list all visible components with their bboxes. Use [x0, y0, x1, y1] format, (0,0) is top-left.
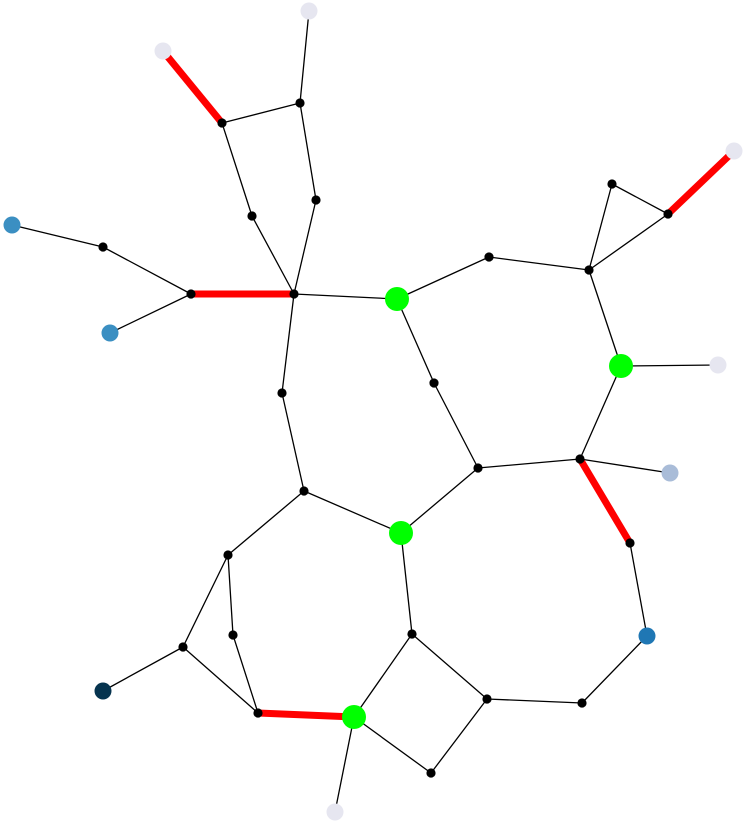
- edge-n33-n37: [430, 698, 488, 774]
- edges-layer: [11, 10, 737, 813]
- node-n4-small: [311, 195, 321, 205]
- node-n23-light-steel: [661, 464, 679, 482]
- edge-n28-n35: [232, 634, 259, 714]
- edge-n1-n3: [221, 102, 301, 124]
- node-n29-small: [178, 642, 188, 652]
- edge-n22-n23: [579, 458, 671, 474]
- edge-n12-n13: [488, 256, 590, 271]
- edge-n30-n33: [411, 633, 488, 700]
- edge-n7-n8: [102, 246, 192, 295]
- edge-n27-n29: [182, 554, 229, 648]
- edge-n5-n9: [251, 215, 295, 295]
- edge-n21-n25: [400, 467, 479, 534]
- edge-n9-n19: [281, 293, 295, 394]
- edge-n25-n30: [400, 532, 413, 635]
- highlighted-edge-n2-n3: [160, 48, 225, 126]
- edge-n26-n31: [629, 542, 648, 637]
- node-n6-steel: [3, 216, 21, 234]
- edge-n36-n37: [353, 716, 432, 774]
- node-n22-small: [575, 454, 585, 464]
- edge-n3-n5: [221, 122, 253, 217]
- node-n34-small: [577, 698, 587, 708]
- edge-n29-n35: [182, 646, 259, 714]
- edge-n11-n20: [396, 298, 435, 384]
- edge-n13-n17: [588, 269, 622, 367]
- edge-n24-n25: [303, 490, 402, 534]
- node-n3-small: [217, 118, 227, 128]
- node-n20-small: [429, 378, 439, 388]
- edge-n6-n7: [11, 224, 104, 248]
- node-n15-small: [663, 209, 673, 219]
- edge-n24-n27: [227, 490, 305, 556]
- node-n37-small: [426, 768, 436, 778]
- node-n2-lavender: [154, 42, 172, 60]
- node-n25-green: [389, 521, 413, 545]
- highlighted-edge-n15-n16: [665, 148, 737, 217]
- node-n38-lavender: [326, 803, 344, 821]
- node-n13-small: [584, 265, 594, 275]
- node-n24-small: [299, 486, 309, 496]
- node-n7-small: [98, 242, 108, 252]
- edge-n31-n34: [581, 635, 648, 704]
- edge-n20-n21: [433, 382, 479, 469]
- edge-n29-n32: [102, 646, 184, 692]
- node-n10-steel: [101, 324, 119, 342]
- edge-n8-n10: [109, 293, 192, 334]
- edge-n13-n15: [588, 213, 669, 271]
- edge-n14-n15: [611, 183, 669, 215]
- edge-n11-n12: [396, 256, 490, 300]
- node-n8-small: [186, 289, 196, 299]
- node-n0-lavender: [300, 2, 318, 20]
- node-n17-green: [609, 354, 633, 378]
- edge-n0-n1: [299, 10, 310, 104]
- node-n18-lavender: [709, 356, 727, 374]
- node-n35-small: [253, 708, 263, 718]
- edge-n21-n22: [477, 458, 581, 469]
- edge-n19-n24: [281, 392, 305, 492]
- node-n21-small: [473, 463, 483, 473]
- node-n11-green: [385, 287, 409, 311]
- node-n28-small: [228, 630, 238, 640]
- edge-n34-n33: [486, 698, 583, 704]
- node-n5-small: [247, 211, 257, 221]
- node-n27-small: [223, 550, 233, 560]
- node-n30-small: [407, 629, 417, 639]
- highlighted-edge-n22-n26: [576, 457, 634, 545]
- nodes-layer: [3, 2, 743, 821]
- edge-n36-n38: [334, 716, 355, 813]
- highlighted-edge-n35-n36: [257, 709, 355, 721]
- node-n33-small: [482, 694, 492, 704]
- edge-n9-n11: [293, 293, 398, 300]
- node-n12-small: [484, 252, 494, 262]
- node-n9-small: [289, 289, 299, 299]
- edge-n13-n14: [588, 183, 613, 271]
- node-n16-lavender: [725, 142, 743, 160]
- edge-n17-n22: [579, 365, 622, 460]
- edge-n4-n9: [293, 199, 317, 295]
- edge-n27-n28: [227, 554, 234, 636]
- node-n36-green: [342, 705, 366, 729]
- edge-n17-n18: [620, 364, 719, 367]
- node-n31-blue: [638, 627, 656, 645]
- edge-n30-n36: [353, 633, 413, 718]
- node-n19-small: [277, 388, 287, 398]
- node-n1-small: [295, 98, 305, 108]
- edge-n1-n4: [299, 102, 317, 201]
- node-n14-small: [607, 179, 617, 189]
- node-n26-small: [625, 538, 635, 548]
- node-n32-navy: [94, 682, 112, 700]
